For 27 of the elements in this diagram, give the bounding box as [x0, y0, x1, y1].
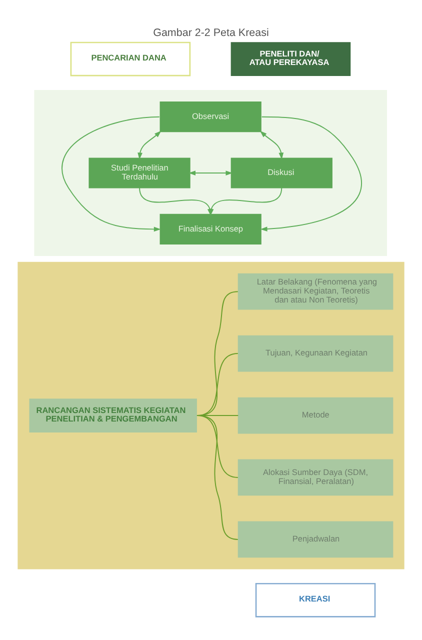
node-box: Latar Belakang (Fenomena yang Mendasari Kegiatan, Teoretis dan atau Non Teoretis): [238, 272, 394, 310]
node-box: PENELITI DAN/ ATAU PEREKAYASA: [230, 42, 351, 76]
node-box: Tujuan, Kegunaan Kegiatan: [238, 334, 394, 372]
arrow: [138, 130, 162, 160]
node-box: Finalisasi Konsep: [160, 213, 262, 244]
node-box: Metode: [238, 396, 394, 434]
connector: [196, 414, 238, 540]
node-box: PENCARIAN DANA: [70, 41, 191, 76]
connector: [196, 352, 238, 416]
node-box: Alokasi Sumber Daya (SDM, Finansial, Peralatan): [238, 458, 394, 496]
arrow: [208, 186, 282, 216]
arrow: [188, 170, 233, 175]
diagram-title: Gambar 2-2 Peta Kreasi: [153, 26, 269, 39]
node-box: Penjadwalan: [238, 520, 394, 558]
node-box: Observasi: [160, 101, 262, 132]
arrow: [260, 116, 362, 231]
connector: [196, 414, 238, 478]
connector: [196, 290, 238, 416]
connector: [196, 414, 239, 416]
cluster: [18, 261, 404, 569]
node-box: RANCANGAN SISTEMATIS KEGIATAN PENELITIAN & PENGEMBANGAN: [29, 398, 197, 432]
arrow: [62, 116, 161, 232]
node-box: Studi Penelitian Terdahulu: [88, 157, 190, 188]
node-box: Diskusi: [230, 157, 332, 188]
arrow: [260, 130, 284, 160]
node-box: KREASI: [255, 582, 376, 617]
cluster: [34, 89, 387, 256]
